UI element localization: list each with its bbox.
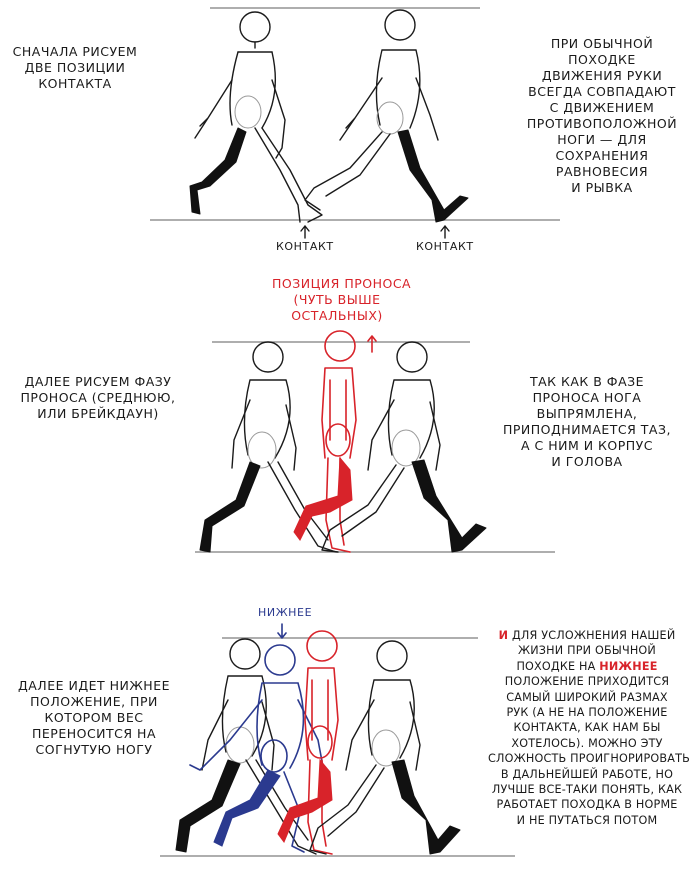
panel1-right-text: при обычной походке движения руки всегда… — [526, 36, 678, 195]
contact-label-right: контакт — [416, 240, 474, 253]
passing-figure-right — [321, 341, 487, 553]
low-position-label: нижнее — [258, 606, 313, 619]
contact-arrow-left — [300, 225, 310, 239]
down-arrow — [277, 623, 287, 639]
passing-position-label: позиция проноса (чуть выше остальных) — [272, 276, 412, 323]
passing-figure-left — [199, 341, 337, 553]
panel2-left-text: далее рисуем фазу проноса (среднюю, или … — [20, 374, 176, 421]
panel2-right-text: так как в фазе проноса нога выпрямлена, … — [503, 374, 671, 469]
contact-label-left: контакт — [276, 240, 334, 253]
low-figure-left — [175, 638, 317, 855]
panel3-left-text: далее идет нижнее положение, при котором… — [17, 678, 171, 757]
low-figure-right — [309, 640, 461, 855]
emphasis-low: нижнее — [599, 659, 658, 673]
up-arrow — [367, 335, 377, 353]
panel1-left-text: сначала рисуем две позиции контакта — [12, 44, 138, 91]
right-lead-letter: и — [498, 629, 509, 642]
low-figure-red — [277, 630, 339, 855]
contact-arrow-right — [440, 225, 450, 239]
panel3-right-text: и для усложнения нашей жизни при обычной… — [488, 629, 690, 827]
contact-figure-right — [304, 9, 469, 223]
contact-figure-left — [189, 11, 323, 223]
